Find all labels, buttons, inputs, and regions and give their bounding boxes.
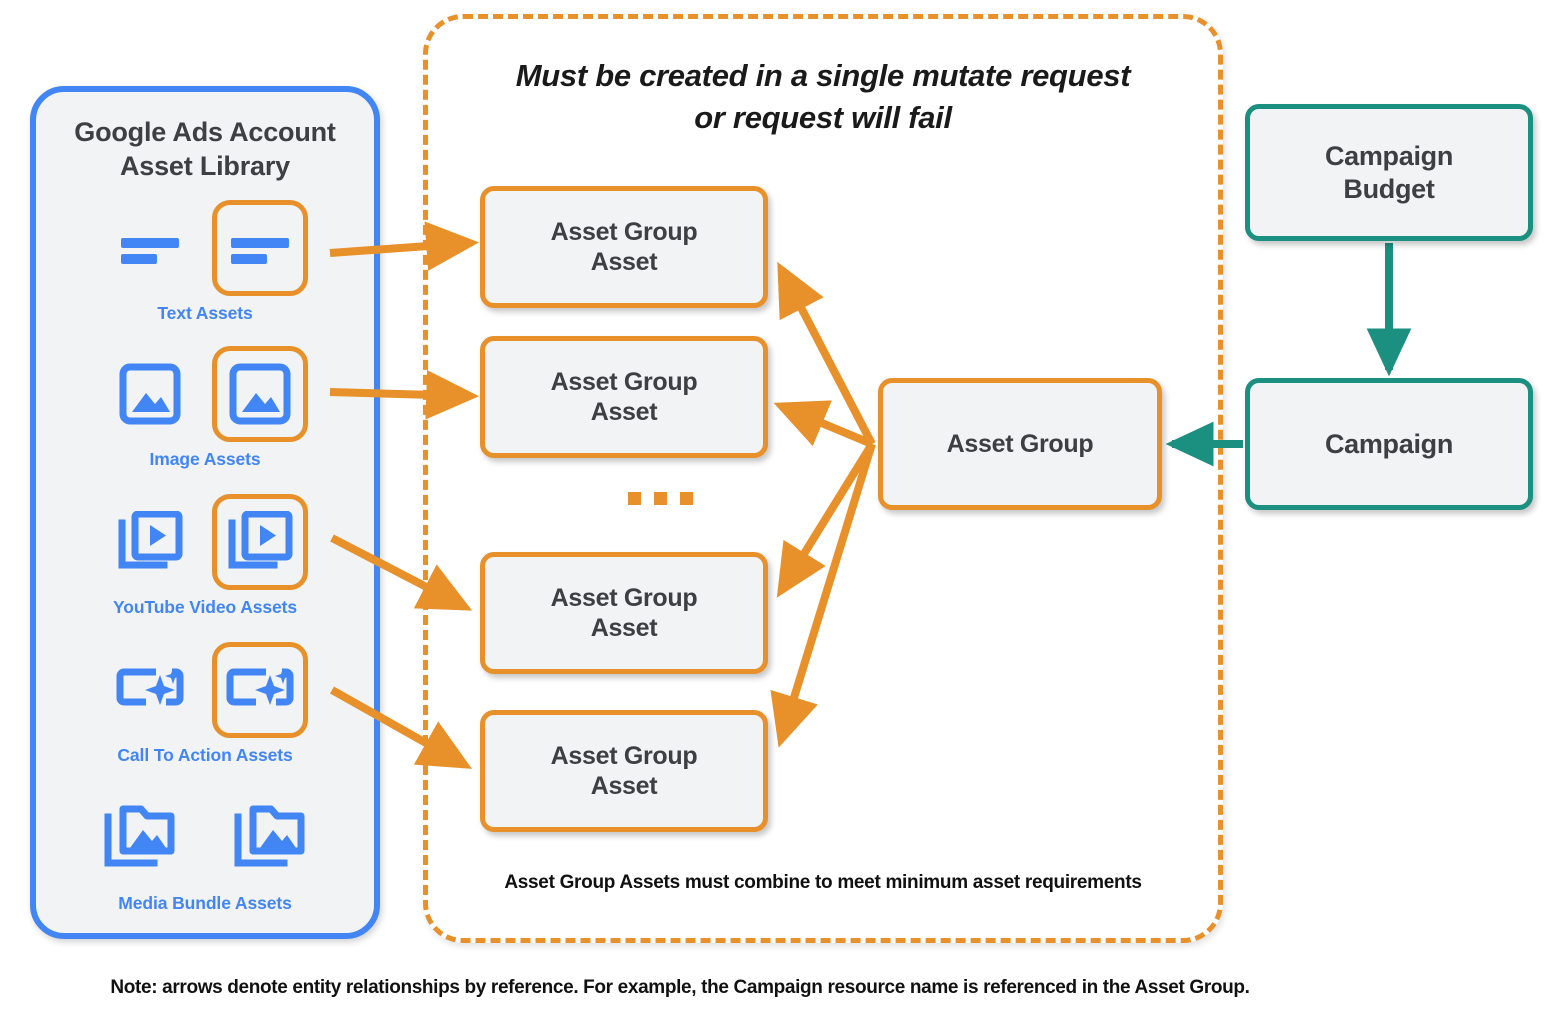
aga-label-line1-4: Asset Group: [550, 742, 698, 770]
icon-pair-cta: [36, 642, 374, 738]
asset-row-media-bundle: Media Bundle Assets: [36, 790, 374, 914]
asset-group-asset-label-3: Asset Group Asset: [551, 583, 698, 643]
campaign-budget-node[interactable]: Campaign Budget: [1245, 104, 1533, 241]
asset-group-asset-node-2[interactable]: Asset Group Asset: [480, 336, 768, 458]
mutate-request-heading-line2: or request will fail: [694, 99, 952, 135]
icon-pair-image: [36, 346, 374, 442]
asset-row-youtube: YouTube Video Assets: [36, 494, 374, 618]
diagram-footer-note: Note: arrows denote entity relationships…: [110, 977, 1250, 998]
media-bundle-asset-icon-2: [222, 790, 318, 886]
youtube-video-asset-icon: [102, 494, 198, 590]
text-asset-icon: [102, 200, 198, 296]
asset-requirements-note: Asset Group Assets must combine to meet …: [504, 872, 1142, 893]
icon-pair-youtube: [36, 494, 374, 590]
asset-label-image: Image Assets: [149, 449, 261, 469]
asset-group-node[interactable]: Asset Group: [878, 378, 1162, 510]
icon-pair-media-bundle: [36, 790, 374, 886]
ellipsis-dot-2: [654, 492, 667, 505]
ellipsis-dot-1: [628, 492, 641, 505]
image-asset-icon: [102, 346, 198, 442]
asset-group-asset-label-4: Asset Group Asset: [551, 741, 698, 801]
asset-row-text: Text Assets: [36, 200, 374, 324]
aga-label-line1-2: Asset Group: [550, 368, 698, 396]
mutate-request-heading: Must be created in a single mutate reque…: [424, 55, 1222, 139]
aga-label-line1-3: Asset Group: [550, 584, 698, 612]
aga-label-line2-4: Asset: [590, 772, 658, 800]
asset-row-cta: Call To Action Assets: [36, 642, 374, 766]
asset-row-image: Image Assets: [36, 346, 374, 470]
asset-label-youtube: YouTube Video Assets: [112, 597, 298, 617]
image-asset-icon-highlighted[interactable]: [212, 346, 308, 442]
asset-group-asset-node-1[interactable]: Asset Group Asset: [480, 186, 768, 308]
media-bundle-asset-icon: [92, 790, 188, 886]
aga-label-line2-1: Asset: [590, 248, 658, 276]
youtube-video-asset-icon-highlighted[interactable]: [212, 494, 308, 590]
call-to-action-asset-icon: [102, 642, 198, 738]
asset-label-media-bundle: Media Bundle Assets: [118, 893, 292, 913]
ellipsis-indicator: [628, 492, 693, 505]
call-to-action-asset-icon-highlighted[interactable]: [212, 642, 308, 738]
asset-label-text: Text Assets: [157, 303, 253, 323]
asset-label-cta: Call To Action Assets: [117, 745, 293, 765]
campaign-node[interactable]: Campaign: [1245, 378, 1533, 510]
asset-group-asset-label-1: Asset Group Asset: [551, 217, 698, 277]
asset-group-asset-node-4[interactable]: Asset Group Asset: [480, 710, 768, 832]
asset-library-title: Google Ads Account Asset Library: [36, 116, 374, 184]
ellipsis-dot-3: [680, 492, 693, 505]
icon-pair-text: [36, 200, 374, 296]
aga-label-line1-1: Asset Group: [550, 218, 698, 246]
campaign-budget-label-line1: Campaign: [1324, 141, 1454, 172]
text-asset-icon-highlighted[interactable]: [212, 200, 308, 296]
asset-library-panel: Google Ads Account Asset Library: [30, 86, 380, 939]
asset-group-label: Asset Group: [946, 430, 1094, 458]
campaign-label: Campaign: [1324, 428, 1454, 459]
mutate-request-heading-line1: Must be created in a single mutate reque…: [515, 58, 1131, 93]
campaign-budget-label: Campaign Budget: [1325, 140, 1453, 205]
campaign-budget-label-line2: Budget: [1343, 173, 1435, 204]
asset-group-asset-node-3[interactable]: Asset Group Asset: [480, 552, 768, 674]
asset-library-title-line1: Google Ads Account: [74, 117, 336, 147]
asset-group-asset-label-2: Asset Group Asset: [551, 367, 698, 427]
asset-library-title-line2: Asset Library: [120, 150, 290, 181]
aga-label-line2-3: Asset: [590, 614, 658, 642]
aga-label-line2-2: Asset: [590, 398, 658, 426]
